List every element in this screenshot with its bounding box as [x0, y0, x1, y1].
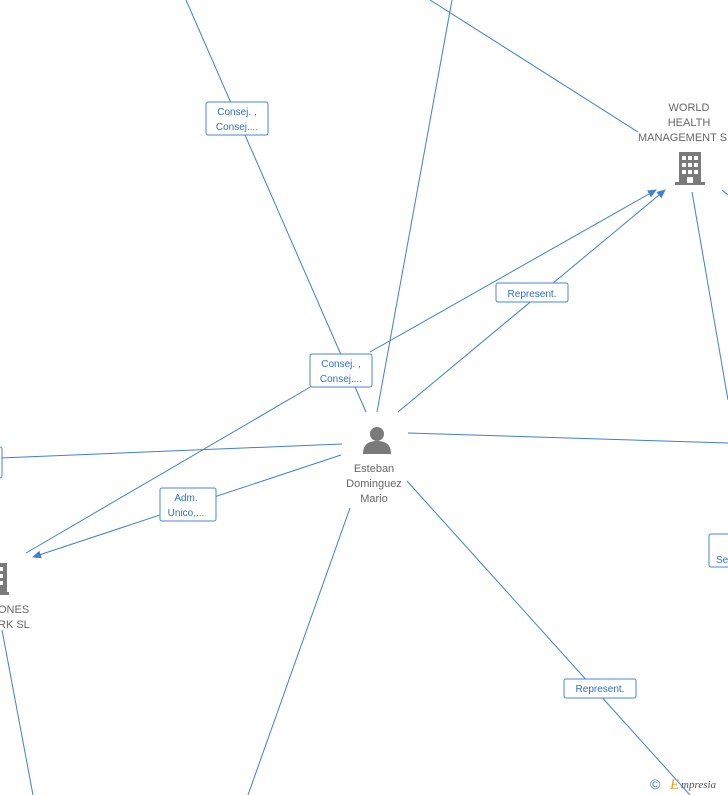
- edge-top-right-to-world: [429, 0, 639, 133]
- edge-label-text: Adm.: [174, 493, 197, 504]
- person-name-line: Mario: [360, 493, 388, 505]
- brand-initial: E: [669, 777, 679, 793]
- edge-person-to-bottom-right: [406, 480, 691, 795]
- edge-left-company-down: [1, 629, 34, 795]
- edge-person-to-right-edge: [407, 432, 728, 444]
- brand-name: mpresia: [681, 779, 717, 791]
- person-node[interactable]: Esteban Dominguez Mario: [346, 427, 402, 505]
- edge-label-text: Consej....: [216, 122, 258, 133]
- edge-label-represent-bottom[interactable]: Represent.: [563, 678, 637, 699]
- edge-label-text: Se: [716, 555, 728, 566]
- company-name-line: WORLD: [669, 102, 710, 114]
- company-name-line: MANAGEMENT S: [638, 132, 727, 144]
- edge-label-text: Unico,...: [168, 508, 205, 519]
- building-icon: [0, 563, 9, 595]
- edge-label-text: Consej....: [320, 374, 362, 385]
- edge-world-down-right: [691, 191, 728, 401]
- edge-label-text: Represent.: [508, 289, 557, 300]
- person-name-line: Dominguez: [346, 478, 402, 490]
- empresia-watermark: © E mpresia: [650, 776, 717, 793]
- edge-label-represent-world[interactable]: Represent.: [495, 282, 569, 303]
- edge-top-to-person: [376, 0, 453, 413]
- edge-label-text: Represent.: [576, 684, 625, 695]
- company-name-line: RK SL: [0, 619, 30, 631]
- edge-person-to-world-a: [369, 189, 657, 353]
- edge-person-to-bottom: [247, 507, 351, 795]
- person-icon: [363, 427, 391, 454]
- edge-label-left-partial[interactable]: [0, 446, 3, 479]
- company-name-line: ONES: [0, 604, 29, 616]
- building-icon: [675, 152, 705, 185]
- edge-label-text: Consej. ,: [321, 359, 360, 370]
- edge-label-mid-consej[interactable]: Consej. , Consej....: [309, 353, 373, 388]
- company-name-line: HEALTH: [668, 117, 711, 129]
- company-node-left[interactable]: ONES RK SL: [0, 563, 30, 631]
- copyright-symbol: ©: [650, 776, 661, 792]
- edge-label-top-consej[interactable]: Consej. , Consej....: [205, 101, 269, 136]
- edge-label-right-partial[interactable]: Se: [708, 533, 728, 568]
- edge-person-to-left-edge: [0, 443, 343, 459]
- edge-top-left-to-person: [185, 0, 367, 413]
- edge-label-text: Consej. ,: [217, 107, 256, 118]
- edge-consej-to-left-company: [25, 385, 313, 554]
- edge-right-edge-to-world: [721, 189, 728, 196]
- edge-label-adm[interactable]: Adm. Unico,...: [159, 487, 217, 522]
- company-node-world-health[interactable]: WORLD HEALTH MANAGEMENT S: [638, 102, 727, 185]
- person-name-line: Esteban: [354, 463, 394, 475]
